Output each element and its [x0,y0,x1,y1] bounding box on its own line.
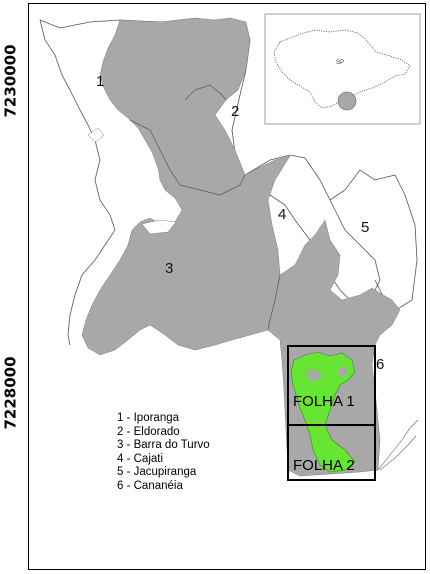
internal-boundary-2 [184,84,227,101]
coastline [377,419,419,471]
region-number-6: 6 [376,356,384,373]
legend-item-3: 3 - Barra do Turvo [117,439,210,452]
legend-item-4: 4 - Cajati [117,452,164,465]
lake-shape-2 [141,219,177,235]
study-area-hole [305,368,322,382]
study-area [290,351,356,473]
region-number-4: 4 [278,206,286,223]
study-area-hole-2 [338,366,348,377]
region-west-boundary [39,19,116,346]
legend: 1 - Iporanga 2 - Eldorado 3 - Barra do T… [117,412,210,494]
region-number-2: 2 [231,103,239,120]
inset-label: SP [336,60,344,66]
internal-boundary-1 [129,119,246,196]
inset-state-outline [273,29,411,109]
sheet-label-1: FOLHA 1 [293,393,355,410]
lake-shape [87,127,105,143]
legend-item-5: 5 - Jacupiranga [117,466,197,479]
inset-study-region [337,91,357,111]
region-number-1: 1 [96,73,104,90]
internal-boundary-3 [267,274,281,331]
legend-item-6: 6 - Cananéia [117,479,183,492]
region-number-3: 3 [165,260,173,277]
region-number-5: 5 [361,219,369,236]
legend-item-1: 1 - Iporanga [117,412,180,424]
sheet-frame-2 [287,424,376,481]
legend-item-2: 2 - Eldorado [117,425,180,438]
sheet-label-2: FOLHA 2 [293,457,355,474]
